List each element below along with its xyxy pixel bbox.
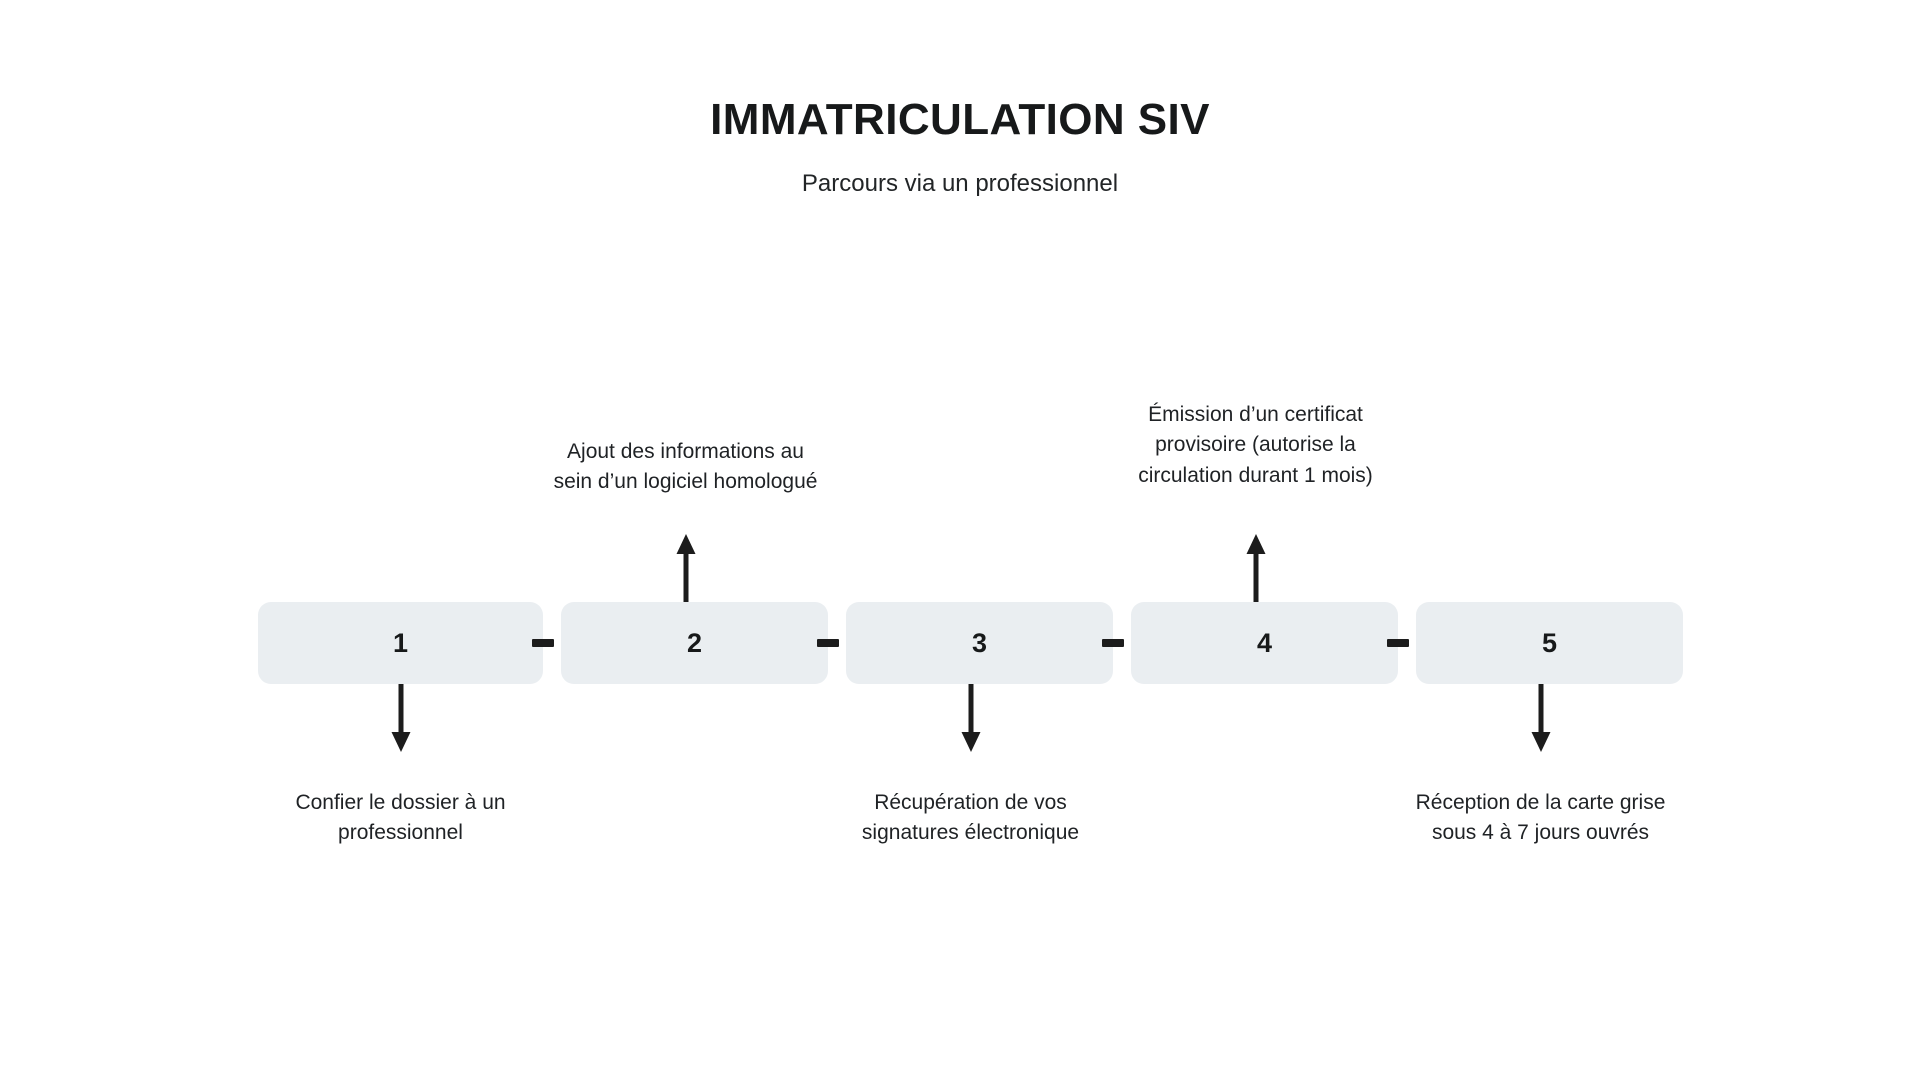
page-subtitle: Parcours via un professionnel bbox=[801, 170, 1119, 198]
steps-row: 1 2 3 4 5 bbox=[258, 602, 1683, 684]
process-flow-diagram: 1 2 3 4 5 bbox=[258, 403, 1683, 844]
step-caption-1: Confier le dossier à un professionnel bbox=[295, 791, 506, 845]
step-cell-4: 4 bbox=[1113, 602, 1409, 684]
step-caption-5: Réception de la carte grise sous 4 à 7 j… bbox=[1415, 791, 1666, 845]
step-cell-3: 3 bbox=[828, 602, 1124, 684]
step-number-3: 3 bbox=[971, 627, 988, 658]
step-caption-3: Récupération de vos signatures électroni… bbox=[861, 791, 1080, 845]
step-number-5: 5 bbox=[1541, 627, 1558, 658]
arrow-up-step-4 bbox=[1243, 532, 1269, 602]
step-box-3[interactable]: 3 bbox=[846, 602, 1113, 684]
step-box-2[interactable]: 2 bbox=[561, 602, 828, 684]
step-box-1[interactable]: 1 bbox=[258, 602, 543, 684]
step-number-4: 4 bbox=[1256, 627, 1273, 658]
page-title: IMMATRICULATION SIV bbox=[710, 95, 1210, 144]
step-caption-2: Ajout des informations au sein d’un logi… bbox=[553, 440, 818, 494]
step-cell-2: 2 bbox=[543, 602, 839, 684]
arrow-down-step-1 bbox=[388, 684, 414, 754]
arrow-down-step-5 bbox=[1528, 684, 1554, 754]
step-cell-5: 5 bbox=[1398, 602, 1683, 684]
step-box-5[interactable]: 5 bbox=[1416, 602, 1683, 684]
step-number-2: 2 bbox=[686, 627, 703, 658]
step-caption-4: Émission d’un certificat provisoire (aut… bbox=[1138, 403, 1373, 487]
step-box-4[interactable]: 4 bbox=[1131, 602, 1398, 684]
arrow-up-step-2 bbox=[673, 532, 699, 602]
page-header: IMMATRICULATION SIV Parcours via un prof… bbox=[0, 95, 1920, 199]
step-number-1: 1 bbox=[392, 627, 409, 658]
arrow-down-step-3 bbox=[958, 684, 984, 754]
step-cell-1: 1 bbox=[258, 602, 554, 684]
